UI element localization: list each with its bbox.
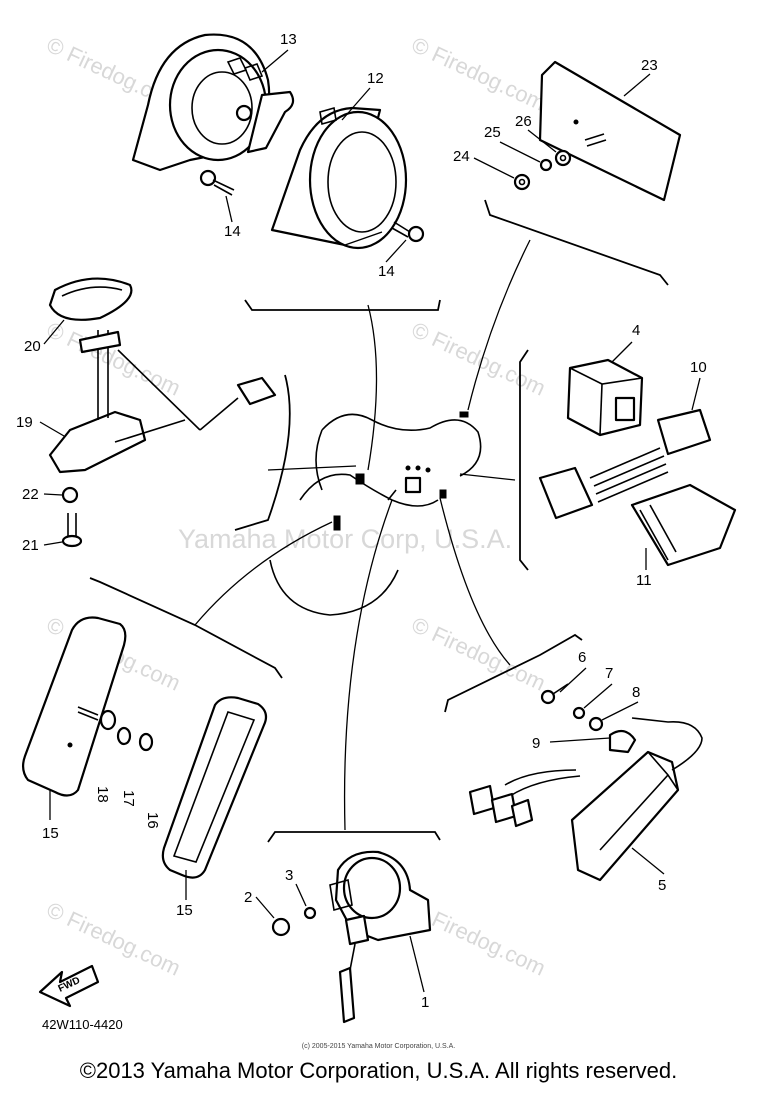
watermark-tile: © Firedog.com [408, 612, 550, 696]
watermark-text: Yamaha Motor Corp, U.S.A. [178, 524, 512, 554]
label-leaders [39, 49, 701, 993]
frame-sketch [269, 411, 482, 616]
leader-lines [194, 239, 531, 831]
part-label: 7 [605, 665, 613, 682]
part-label: 13 [280, 31, 297, 48]
part-label: 21 [22, 537, 39, 554]
part-label: 11 [636, 572, 652, 589]
unit-5 [468, 717, 703, 882]
part-label: 17 [120, 790, 137, 807]
gasket-20 [48, 277, 133, 321]
part-label: 18 [94, 786, 111, 803]
copyright-notice: ©2013 Yamaha Motor Corporation, U.S.A. A… [79, 1058, 678, 1083]
small-credit: (c) 2005-2015 Yamaha Motor Corporation, … [301, 1043, 456, 1050]
part-labels: 1 2 3 4 5 6 7 8 9 10 11 12 13 14 15 16 1… [16, 31, 707, 1011]
part-label: 14 [378, 263, 395, 280]
fwd-arrow-icon: FWD [38, 964, 100, 1008]
part-label: 3 [285, 867, 293, 884]
washer-3 [303, 906, 317, 920]
watermark-tile: © Firedog.com [408, 317, 550, 401]
part-label: 10 [690, 359, 707, 376]
part-label: 26 [515, 113, 532, 130]
washer-26 [554, 149, 572, 167]
screw-21 [61, 513, 83, 548]
washer-25 [539, 158, 553, 172]
part-label: 23 [641, 57, 658, 74]
part-label: 2 [244, 889, 252, 906]
nut-16 [138, 732, 154, 752]
part-label: 12 [367, 70, 384, 87]
part-label: 6 [578, 649, 586, 666]
reflector-15b [161, 696, 268, 879]
nut-22 [61, 486, 79, 504]
nut-2 [271, 917, 291, 937]
part-label: 25 [484, 124, 501, 141]
bolt-6 [540, 683, 569, 705]
part-label: 14 [224, 223, 241, 240]
washer-17 [116, 726, 132, 746]
connector-11 [630, 483, 737, 567]
part-label: 9 [532, 735, 540, 752]
relay-4 [566, 358, 644, 437]
watermark-tile: © Firedog.com [43, 897, 185, 981]
part-label: 1 [421, 994, 429, 1011]
group-brackets [89, 199, 669, 843]
watermark-tile: © Firedog.com [43, 317, 185, 401]
horn-13 [131, 33, 295, 172]
diagram-code: 42W110-4420 [42, 1017, 123, 1032]
washer-8 [588, 716, 604, 732]
connector-10 [538, 408, 712, 520]
part-label: 15 [176, 902, 193, 919]
flasher-1 [329, 850, 432, 1024]
part-label: 22 [22, 486, 39, 503]
bolt-14b [391, 221, 425, 243]
sender-19 [48, 330, 277, 474]
part-label: 19 [16, 414, 33, 431]
horn-12 [270, 106, 408, 250]
part-label: 15 [42, 825, 59, 842]
part-label: 16 [144, 812, 161, 829]
part-label: 5 [658, 877, 666, 894]
part-label: 24 [453, 148, 470, 165]
washer-7 [572, 706, 586, 720]
reflector-15a [21, 616, 127, 797]
washer-18 [99, 709, 117, 731]
nut-24 [513, 173, 531, 191]
part-label: 20 [24, 338, 41, 355]
part-label: 8 [632, 684, 640, 701]
reflector-23 [538, 60, 682, 202]
part-label: 4 [632, 322, 640, 339]
watermark-tile: © Firedog.com [408, 32, 550, 116]
bolt-14a [199, 169, 235, 196]
